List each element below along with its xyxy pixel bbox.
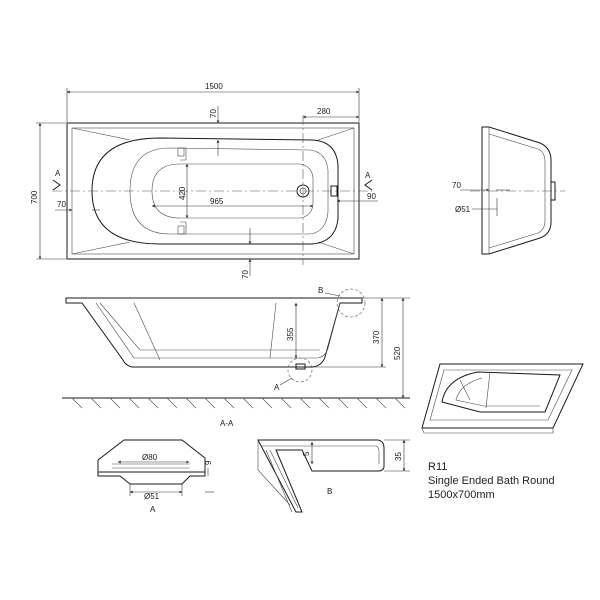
iso-basin — [441, 371, 561, 413]
dim-965: 965 — [210, 197, 224, 206]
plan-rib-top — [177, 147, 185, 157]
dim-70-top: 70 — [209, 109, 218, 118]
section-caption: A-A — [220, 419, 234, 428]
dim-355: 355 — [286, 327, 295, 341]
detail-a-marker: A — [274, 383, 280, 392]
section-inner-floor — [99, 302, 320, 351]
detail-b-wall — [257, 440, 291, 506]
isometric-view — [421, 363, 584, 434]
detail-b-circle — [336, 288, 366, 318]
detail-dim-80: Ø80 — [142, 453, 158, 462]
end-view-outline — [481, 126, 552, 255]
dim-1500: 1500 — [205, 82, 223, 91]
detail-a-view: Ø80 Ø51 9 A — [97, 439, 214, 514]
product-size: 1500x700mm — [428, 489, 495, 501]
detail-dim-51: Ø51 — [144, 492, 160, 501]
end-view-inner — [488, 127, 546, 254]
dim-700: 700 — [30, 190, 39, 204]
detail-a-flange — [97, 471, 206, 485]
section-hidden-lines — [133, 302, 277, 361]
floor-hatching — [71, 397, 406, 409]
title-block: R11 Single Ended Bath Round 1500x700mm — [428, 460, 555, 502]
section-view: B A 355 370 520 A-A — [62, 286, 410, 428]
detail-b-marker: B — [318, 286, 323, 295]
dim-420: 420 — [178, 186, 187, 200]
dim-70-left: 70 — [57, 200, 66, 209]
dim-70-bottom: 70 — [241, 270, 250, 279]
detail-a-lines — [112, 463, 190, 469]
plan-view: 1500 280 700 70 420 965 70 90 70 A — [30, 82, 378, 279]
dim-280: 280 — [317, 107, 331, 116]
detail-a-leader — [279, 377, 293, 386]
end-dim-51: Ø51 — [455, 205, 471, 214]
dim-370: 370 — [372, 330, 381, 344]
detail-a-caption: A — [150, 505, 156, 514]
plan-corner-lines — [71, 127, 355, 255]
end-view: 70 Ø51 — [452, 126, 565, 255]
detail-a-circle — [287, 357, 313, 383]
detail-b-inner — [262, 445, 380, 513]
detail-dim-9: 9 — [204, 460, 213, 465]
plan-rib-bottom — [177, 225, 185, 235]
section-arrow-left — [52, 179, 61, 191]
b-dim-5: 5 — [302, 451, 311, 456]
dim-90: 90 — [367, 192, 376, 201]
section-marker-left: A — [55, 169, 61, 178]
end-dim-70: 70 — [452, 181, 461, 190]
plan-bath-basin — [91, 137, 339, 245]
detail-b-profile — [257, 439, 385, 513]
dim-520: 520 — [393, 346, 402, 360]
product-name: Single Ended Bath Round — [428, 475, 555, 487]
detail-b-leader — [324, 292, 341, 297]
iso-basin-floor — [455, 377, 540, 407]
product-code: R11 — [428, 461, 448, 473]
iso-rim — [421, 363, 584, 429]
section-inner-wall — [95, 302, 341, 359]
plan-basin-inner — [129, 147, 329, 235]
iso-inner-rim — [429, 369, 573, 421]
section-waste — [295, 363, 306, 370]
section-marker-right: A — [365, 171, 371, 180]
plan-basin-floor — [151, 163, 314, 219]
iso-contours — [459, 371, 491, 409]
section-arrow-right — [364, 179, 373, 191]
detail-b-caption: B — [327, 487, 332, 496]
detail-b-view: 5 35 B — [257, 439, 410, 513]
section-outline — [65, 297, 363, 368]
iso-rim-edge — [421, 427, 554, 434]
b-dim-35: 35 — [394, 452, 403, 461]
